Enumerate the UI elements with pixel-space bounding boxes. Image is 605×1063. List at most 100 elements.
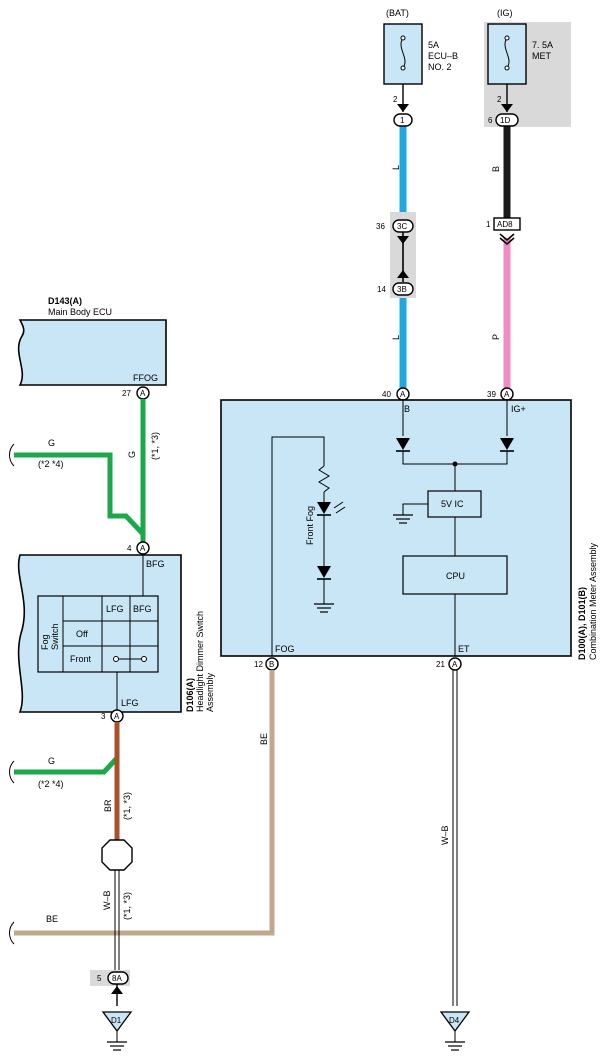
switch-contact-right-icon bbox=[141, 656, 147, 662]
fog-switch-row-off: Off bbox=[76, 629, 88, 639]
connector-a4 bbox=[136, 541, 150, 555]
ad8-chevron-icon-2 bbox=[499, 237, 515, 246]
connector-a3-label: A bbox=[114, 712, 120, 721]
switch-name-2: Assembly bbox=[205, 672, 215, 712]
connector-a21-label: A bbox=[452, 660, 458, 669]
ground-d4-icon bbox=[439, 1011, 471, 1033]
resistor-icon bbox=[318, 465, 330, 493]
connector-1d-label: 1D bbox=[500, 116, 510, 125]
ecu-name: Main Body ECU bbox=[48, 307, 112, 317]
connector-a21 bbox=[448, 657, 462, 671]
connector-1d bbox=[495, 113, 519, 127]
connector-ad8 bbox=[493, 217, 521, 231]
connector-a3-pin: 3 bbox=[101, 712, 106, 721]
connector-3c-pin: 36 bbox=[376, 222, 385, 231]
front-fog-indicator-label: Front Fog bbox=[305, 506, 315, 545]
wire-G-left-2-label: G bbox=[48, 756, 55, 766]
wire-L-label-1: L bbox=[391, 165, 401, 170]
wire-G-left-2-note: (*2 *4) bbox=[38, 779, 64, 789]
main-body-ecu-box bbox=[17, 319, 167, 386]
connector-b12-label: B bbox=[269, 660, 274, 669]
junction-arrow-up-icon bbox=[397, 270, 409, 278]
bat-fuse-pin: 2 bbox=[393, 95, 398, 104]
ic-label: 5V IC bbox=[441, 499, 464, 509]
wire-BR-label: BR bbox=[103, 799, 113, 812]
connector-a21-pin: 21 bbox=[436, 660, 445, 669]
bat-fuse-rating: 5A bbox=[428, 40, 439, 50]
ground-d4-label: D4 bbox=[449, 1016, 460, 1025]
ig-fuse-terminal-top bbox=[504, 35, 510, 41]
bat-arrow-icon bbox=[397, 104, 409, 112]
fog-switch-title-2: Switch bbox=[50, 623, 60, 650]
ig-source-label: (IG) bbox=[497, 8, 513, 18]
bat-fuse-terminal-top bbox=[400, 35, 406, 41]
wire-G-left-2 bbox=[14, 756, 119, 775]
wire-G-break-icon-2 bbox=[9, 760, 15, 784]
splice-point-icon bbox=[101, 839, 133, 871]
fog-switch-col-bfg: BFG bbox=[133, 604, 152, 614]
wire-G-left-1-label: G bbox=[48, 438, 55, 448]
fog-switch-row-front: Front bbox=[70, 654, 92, 664]
switch-contact-left-icon bbox=[113, 656, 119, 662]
connector-1-label: 1 bbox=[400, 116, 405, 125]
meter-terminal-et: ET bbox=[458, 644, 470, 654]
ground-d1-icon bbox=[101, 1011, 133, 1033]
combination-meter-box bbox=[220, 399, 572, 657]
connector-a27-pin: 27 bbox=[122, 389, 131, 398]
connector-3c-label: 3C bbox=[397, 222, 407, 231]
junction-arrow-down-icon bbox=[397, 236, 409, 244]
wire-G-left-1-note: (*2 *4) bbox=[38, 459, 64, 469]
wire-WB-label-2: W–B bbox=[440, 825, 450, 845]
ecu-id: D143(A) bbox=[48, 296, 82, 306]
bat-fuse-terminal-bottom bbox=[400, 65, 406, 71]
wire-B-label: B bbox=[491, 166, 501, 172]
wire-L-label-2: L bbox=[391, 335, 401, 340]
meter-terminal-b: B bbox=[404, 404, 410, 414]
connector-8a-pin: 5 bbox=[97, 974, 102, 983]
connector-a40-label: A bbox=[400, 390, 406, 399]
ig-fuse-name: MET bbox=[532, 51, 552, 61]
connector-b12-pin: 12 bbox=[254, 660, 263, 669]
connector-a27-label: A bbox=[140, 389, 146, 398]
bat-fuse-name: ECU–B bbox=[428, 51, 458, 61]
ic-box bbox=[427, 490, 482, 518]
wire-G-left-1 bbox=[14, 452, 145, 536]
fog-switch-title-1: Fog bbox=[40, 634, 50, 650]
connector-a40-pin: 40 bbox=[382, 390, 391, 399]
switch-name-1: Headlight Dimmer Switch bbox=[195, 611, 205, 712]
cpu-box bbox=[402, 555, 508, 595]
switch-terminal-bfg: BFG bbox=[146, 559, 165, 569]
meter-terminal-ig: IG+ bbox=[511, 404, 526, 414]
wire-BE-break-icon bbox=[9, 921, 15, 945]
ig-fuse-terminal-bottom bbox=[504, 65, 510, 71]
connector-a39-label: A bbox=[504, 390, 510, 399]
connector-a4-pin: 4 bbox=[127, 544, 132, 553]
ig-fuse-rating: 7. 5A bbox=[532, 40, 553, 50]
fog-indicator-line bbox=[271, 436, 325, 656]
connector-1 bbox=[393, 113, 413, 127]
diode-fog-icon bbox=[317, 566, 331, 578]
connector-3b-pin: 14 bbox=[377, 285, 386, 294]
wire-BE-label-1: BE bbox=[259, 733, 269, 745]
led-icon bbox=[317, 502, 331, 514]
wire-WB-note-1: (*1, *3) bbox=[122, 892, 132, 920]
diode-b-icon bbox=[396, 438, 410, 450]
meter-id: D100(A), D101(B) bbox=[577, 587, 587, 660]
bat-fuse-no: NO. 2 bbox=[428, 62, 452, 72]
wire-BE-label-2: BE bbox=[46, 914, 58, 924]
meter-name: Combination Meter Assembly bbox=[588, 542, 598, 660]
bat-source-label: (BAT) bbox=[386, 8, 409, 18]
wire-P-label: P bbox=[491, 334, 501, 340]
connector-3b bbox=[392, 282, 414, 296]
wire-G-break-icon-1 bbox=[9, 443, 15, 467]
switch-terminal-lfg: LFG bbox=[121, 698, 139, 708]
wire-WB-label-1: W–B bbox=[102, 890, 112, 910]
connector-ad8-label: AD8 bbox=[497, 220, 513, 229]
ecu-terminal-ffog: FFOG bbox=[133, 373, 158, 383]
led-ray-icon bbox=[333, 501, 344, 509]
led-ray-icon-2 bbox=[335, 506, 346, 514]
ic-ground-line bbox=[402, 503, 428, 515]
wire-G-note: (*1, *3) bbox=[150, 432, 160, 460]
switch-id: D106(A) bbox=[185, 678, 195, 712]
